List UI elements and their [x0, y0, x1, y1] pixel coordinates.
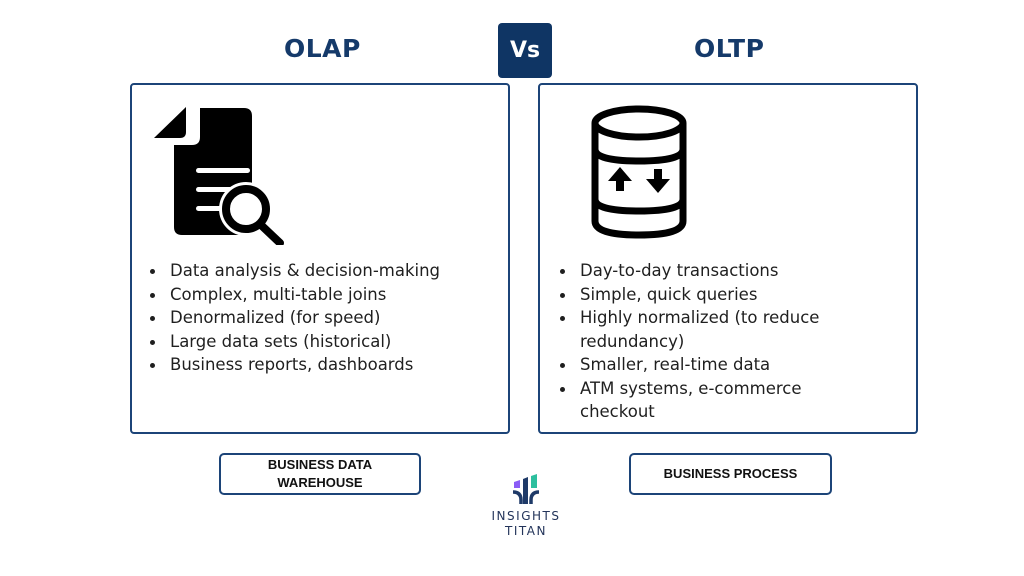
list-item: Business reports, dashboards — [142, 353, 472, 377]
logo-text-line1: INSIGHTS — [491, 509, 561, 523]
oltp-bullet-list: Day-to-day transactions Simple, quick qu… — [552, 259, 852, 424]
insights-titan-logo: INSIGHTS TITAN — [486, 474, 566, 539]
oltp-title: OLTP — [694, 34, 765, 63]
olap-panel: Data analysis & decision-making Complex,… — [130, 83, 510, 434]
list-item: Simple, quick queries — [552, 283, 852, 307]
list-item: Data analysis & decision-making — [142, 259, 472, 283]
list-item: Denormalized (for speed) — [142, 306, 472, 330]
oltp-label-box: BUSINESS PROCESS — [629, 453, 832, 495]
olap-label-box: BUSINESS DATA WAREHOUSE — [219, 453, 421, 495]
list-item: Day-to-day transactions — [552, 259, 852, 283]
vs-badge: Vs — [498, 23, 552, 78]
olap-bullet-list: Data analysis & decision-making Complex,… — [142, 259, 472, 377]
olap-title: OLAP — [284, 34, 361, 63]
logo-mark-icon — [512, 474, 540, 504]
list-item: Highly normalized (to reduce redundancy) — [552, 306, 852, 353]
list-item: ATM systems, e-commerce checkout — [552, 377, 852, 424]
list-item: Complex, multi-table joins — [142, 283, 472, 307]
list-item: Large data sets (historical) — [142, 330, 472, 354]
oltp-label: BUSINESS PROCESS — [663, 466, 798, 481]
olap-label: BUSINESS DATA WAREHOUSE — [267, 457, 373, 490]
document-search-icon — [154, 107, 284, 245]
logo-text-line2: TITAN — [505, 524, 547, 538]
list-item: Smaller, real-time data — [552, 353, 852, 377]
vs-label: Vs — [509, 38, 541, 63]
oltp-panel: Day-to-day transactions Simple, quick qu… — [538, 83, 918, 434]
database-transfer-icon — [591, 105, 687, 239]
